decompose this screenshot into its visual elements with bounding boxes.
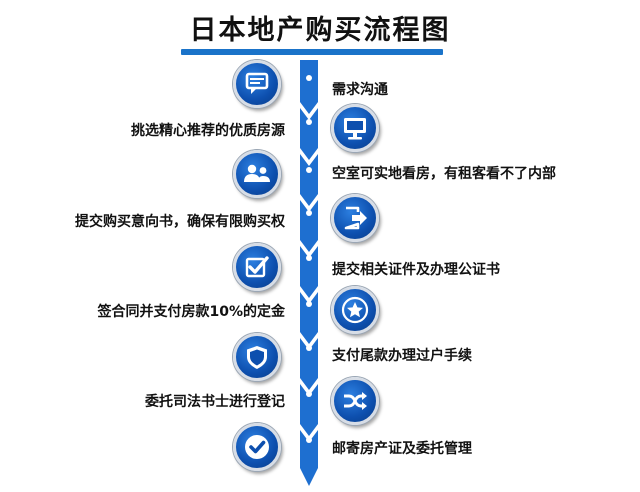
timeline-segment <box>300 430 318 486</box>
step-label-8: 委托司法书士进行登记 <box>145 394 285 410</box>
step-label-4: 提交购买意向书，确保有限购买权 <box>75 214 285 230</box>
timeline-segment <box>300 108 318 160</box>
page-title: 日本地产购买流程图 <box>189 15 451 46</box>
step-label-2: 挑选精心推荐的优质房源 <box>131 123 285 139</box>
star-icon <box>331 286 379 334</box>
step-label-3: 空室可实地看房，有租客看不了内部 <box>332 166 556 182</box>
timeline-dot <box>306 301 312 307</box>
timeline-dot <box>306 119 312 125</box>
shield-icon <box>233 333 281 381</box>
timeline-dot <box>306 345 312 351</box>
step-label-1: 需求沟通 <box>332 82 388 98</box>
timeline-segment <box>300 338 318 390</box>
step-label-6: 签合同并支付房款10%的定金 <box>97 304 285 320</box>
timeline-segment <box>300 154 318 206</box>
chat-bubble-icon <box>233 60 281 108</box>
timeline-segment <box>300 292 318 344</box>
exit-arrow-icon <box>331 194 379 242</box>
checkbox-icon <box>233 243 281 291</box>
title-underline <box>181 49 443 55</box>
timeline-segment <box>300 60 318 114</box>
step-label-9: 邮寄房产证及委托管理 <box>332 441 472 457</box>
timeline-segment <box>300 200 318 252</box>
timeline-dot <box>306 167 312 173</box>
timeline-dot <box>306 437 312 443</box>
monitor-icon <box>331 104 379 152</box>
step-label-5: 提交相关证件及办理公证书 <box>332 262 500 278</box>
timeline-dot <box>306 210 312 216</box>
timeline-dot <box>306 75 312 81</box>
timeline-segment <box>300 384 318 436</box>
timeline-dot <box>306 255 312 261</box>
timeline-dot <box>306 391 312 397</box>
users-icon <box>233 150 281 198</box>
step-label-7: 支付尾款办理过户手续 <box>332 348 472 364</box>
shuffle-icon <box>331 377 379 425</box>
timeline-segment <box>300 246 318 298</box>
checkmark-icon <box>233 423 281 471</box>
